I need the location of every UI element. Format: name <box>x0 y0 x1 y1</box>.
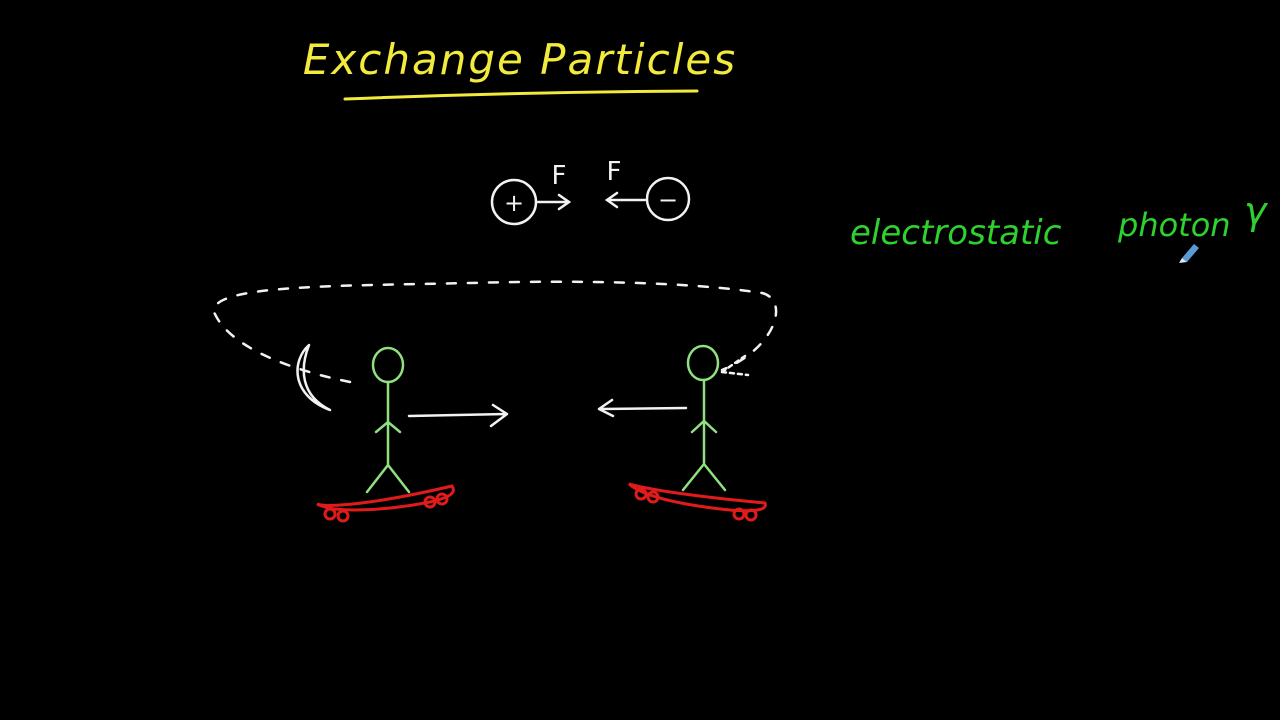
exchange-path-dashed <box>212 280 778 384</box>
left-motion-arrow <box>407 403 509 428</box>
particle-label: photon <box>1117 206 1231 244</box>
title-underline <box>343 89 699 101</box>
pen-cursor-icon <box>1179 244 1199 263</box>
gamma-symbol: γ <box>1244 189 1269 233</box>
force-arrow-right <box>536 193 572 211</box>
force-arrow-left <box>604 191 647 209</box>
thrown-object <box>296 343 332 412</box>
right-stick-figure <box>681 344 727 492</box>
force-label-right: F <box>607 157 622 187</box>
right-figure-head <box>686 344 720 382</box>
charges-diagram <box>490 176 691 226</box>
positive-charge-symbol: + <box>504 189 524 217</box>
force-label-left: F <box>552 161 567 191</box>
left-stick-figure <box>365 346 411 494</box>
right-motion-arrow <box>597 398 688 418</box>
right-skateboard <box>628 482 767 522</box>
negative-charge <box>645 176 691 222</box>
negative-charge-symbol: − <box>658 186 678 214</box>
right-figure-body <box>681 378 727 492</box>
interaction-label: electrostatic <box>850 213 1062 253</box>
title: Exchange Particles <box>303 35 737 84</box>
positive-charge <box>490 178 538 226</box>
left-figure-head <box>371 346 405 384</box>
catch-arrow <box>720 354 750 377</box>
left-skateboard <box>316 484 455 523</box>
left-figure-body <box>365 380 411 494</box>
